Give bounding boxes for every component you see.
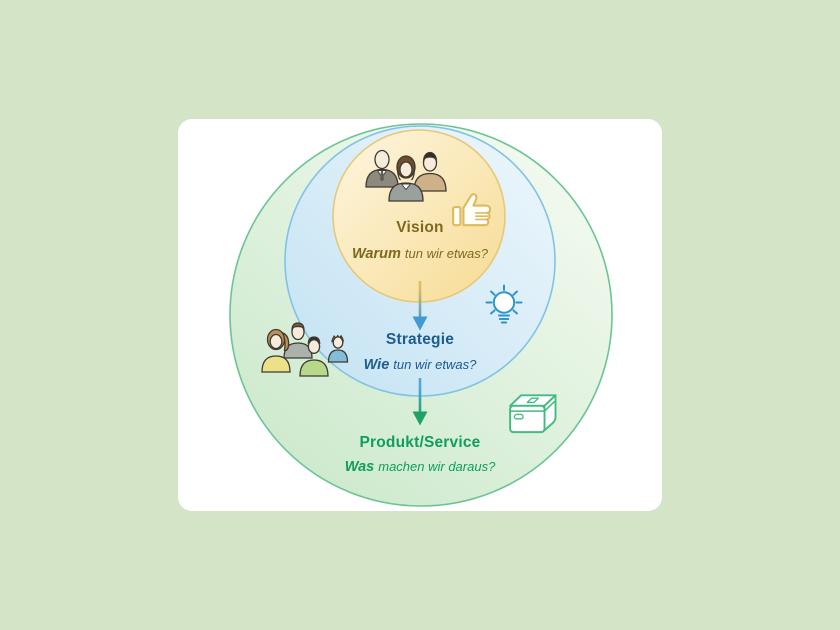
arrow-strategie-to-produkt-icon bbox=[412, 378, 428, 426]
produkt-service-question-word: Was bbox=[344, 459, 375, 475]
casual-person-green bbox=[299, 336, 329, 377]
casual-person-small bbox=[327, 334, 349, 363]
thumbs-up-icon bbox=[452, 193, 492, 227]
produkt-service-title: Produkt/Service bbox=[359, 434, 481, 451]
casual-team-icon bbox=[261, 322, 349, 377]
business-person-middle bbox=[388, 155, 424, 202]
business-person-right bbox=[413, 151, 447, 192]
strategie-question-rest: tun wir etwas? bbox=[393, 357, 477, 372]
business-team-icon bbox=[365, 149, 447, 202]
strategie-title: Strategie bbox=[385, 331, 455, 348]
nested-circles-diagram bbox=[229, 123, 613, 507]
vision-title: Vision bbox=[396, 219, 444, 236]
light-bulb-icon bbox=[485, 284, 523, 324]
strategie-question-word: Wie bbox=[363, 357, 390, 373]
casual-person-yellow bbox=[261, 328, 291, 373]
casual-person-gray bbox=[283, 322, 313, 359]
vision-question-rest: tun wir etwas? bbox=[404, 246, 488, 261]
package-icon bbox=[509, 394, 557, 434]
arrow-vision-to-strategie-icon bbox=[412, 281, 428, 331]
business-person-left bbox=[365, 149, 399, 188]
produkt-service-question-rest: machen wir daraus? bbox=[378, 459, 496, 474]
vision-question-word: Warum bbox=[352, 246, 401, 262]
